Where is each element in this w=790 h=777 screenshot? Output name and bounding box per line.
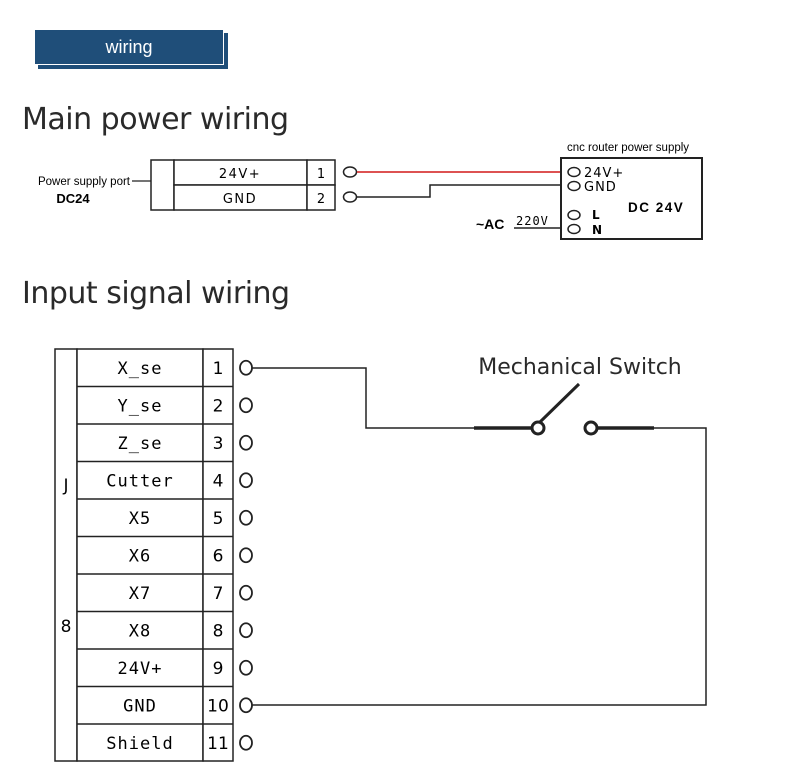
power-row-label: GND: [223, 192, 257, 207]
power-port-label: Power supply port: [38, 176, 131, 188]
signal-pin-number: 9: [213, 659, 224, 679]
main-power-title: Main power wiring: [22, 102, 289, 137]
power-pin-number: 1: [317, 167, 325, 182]
power-row-label: 24V+: [219, 167, 261, 182]
label-column: [76, 348, 204, 762]
signal-pin-number: 5: [213, 509, 224, 529]
signal-pin-terminal: [239, 659, 253, 676]
signal-pin-terminal: [239, 622, 253, 639]
supply-terminal-label: L: [592, 208, 600, 222]
signal-row-label: X5: [129, 509, 151, 529]
power-pin-number: 2: [317, 192, 325, 207]
signal-row-label: Y_se: [118, 396, 163, 416]
supply-terminal: [567, 166, 581, 178]
connector-side-bar: [54, 348, 78, 762]
signal-pin-number: 3: [213, 434, 224, 454]
gnd-wire: [357, 184, 561, 198]
signal-row-label: X_se: [118, 359, 163, 379]
signal-pin-terminal: [239, 359, 253, 376]
signal-pin-number: 2: [213, 396, 224, 416]
tab-wiring[interactable]: wiring: [34, 29, 224, 65]
signal-row-label: X8: [129, 621, 151, 641]
supply-terminal: [567, 223, 581, 235]
signal-pin-number: 10: [207, 696, 229, 716]
signal-pin-terminal: [239, 397, 253, 414]
signal-pin-number: 6: [213, 546, 224, 566]
signal-row-label: X6: [129, 546, 151, 566]
signal-pin-terminal: [239, 509, 253, 526]
signal-pin-number: 8: [213, 621, 224, 641]
supply-terminal-label: 24V+: [584, 166, 624, 181]
signal-pin-number: 4: [213, 471, 224, 491]
power-supply-box: [560, 157, 703, 240]
supply-terminal: [567, 209, 581, 221]
signal-pin-terminal: [239, 734, 253, 751]
power-port-name: DC24: [56, 191, 90, 206]
signal-row-label: X7: [129, 584, 151, 604]
power-port-connector: [150, 159, 336, 211]
switch-label: Mechanical Switch: [478, 355, 682, 380]
ac-voltage-label: 220V: [516, 214, 549, 228]
signal-row-label: Shield: [106, 734, 173, 754]
power-supply-title: cnc router power supply: [567, 142, 689, 154]
signal-row-label: Z_se: [118, 434, 163, 454]
signal-row-label: 24V+: [118, 659, 163, 679]
signal-pin-number: 1: [213, 359, 224, 379]
signal-pin-number: 11: [207, 734, 229, 754]
supply-terminal-label: N: [592, 223, 602, 237]
input-signal-title: Input signal wiring: [22, 276, 290, 311]
supply-terminal-label: GND: [584, 180, 617, 195]
signal-pin-terminal: [239, 697, 253, 714]
signal-pin-terminal: [239, 434, 253, 451]
supply-terminal: [567, 180, 581, 192]
supply-output-label: DC 24V: [628, 200, 684, 215]
signal-row-label: GND: [123, 696, 157, 716]
power-pin-terminal: [342, 166, 358, 178]
signal-row-label: Cutter: [106, 471, 173, 491]
signal-pin-terminal: [239, 547, 253, 564]
pin-column: [202, 348, 234, 762]
signal-pin-terminal: [239, 472, 253, 489]
connector-label: 8: [61, 617, 72, 637]
ac-label: ~AC: [476, 216, 504, 232]
mechanical-switch-icon: [246, 367, 707, 706]
connector-label: J: [62, 476, 68, 496]
power-pin-terminal: [342, 191, 358, 203]
signal-pin-terminal: [239, 584, 253, 601]
signal-pin-number: 7: [213, 584, 224, 604]
